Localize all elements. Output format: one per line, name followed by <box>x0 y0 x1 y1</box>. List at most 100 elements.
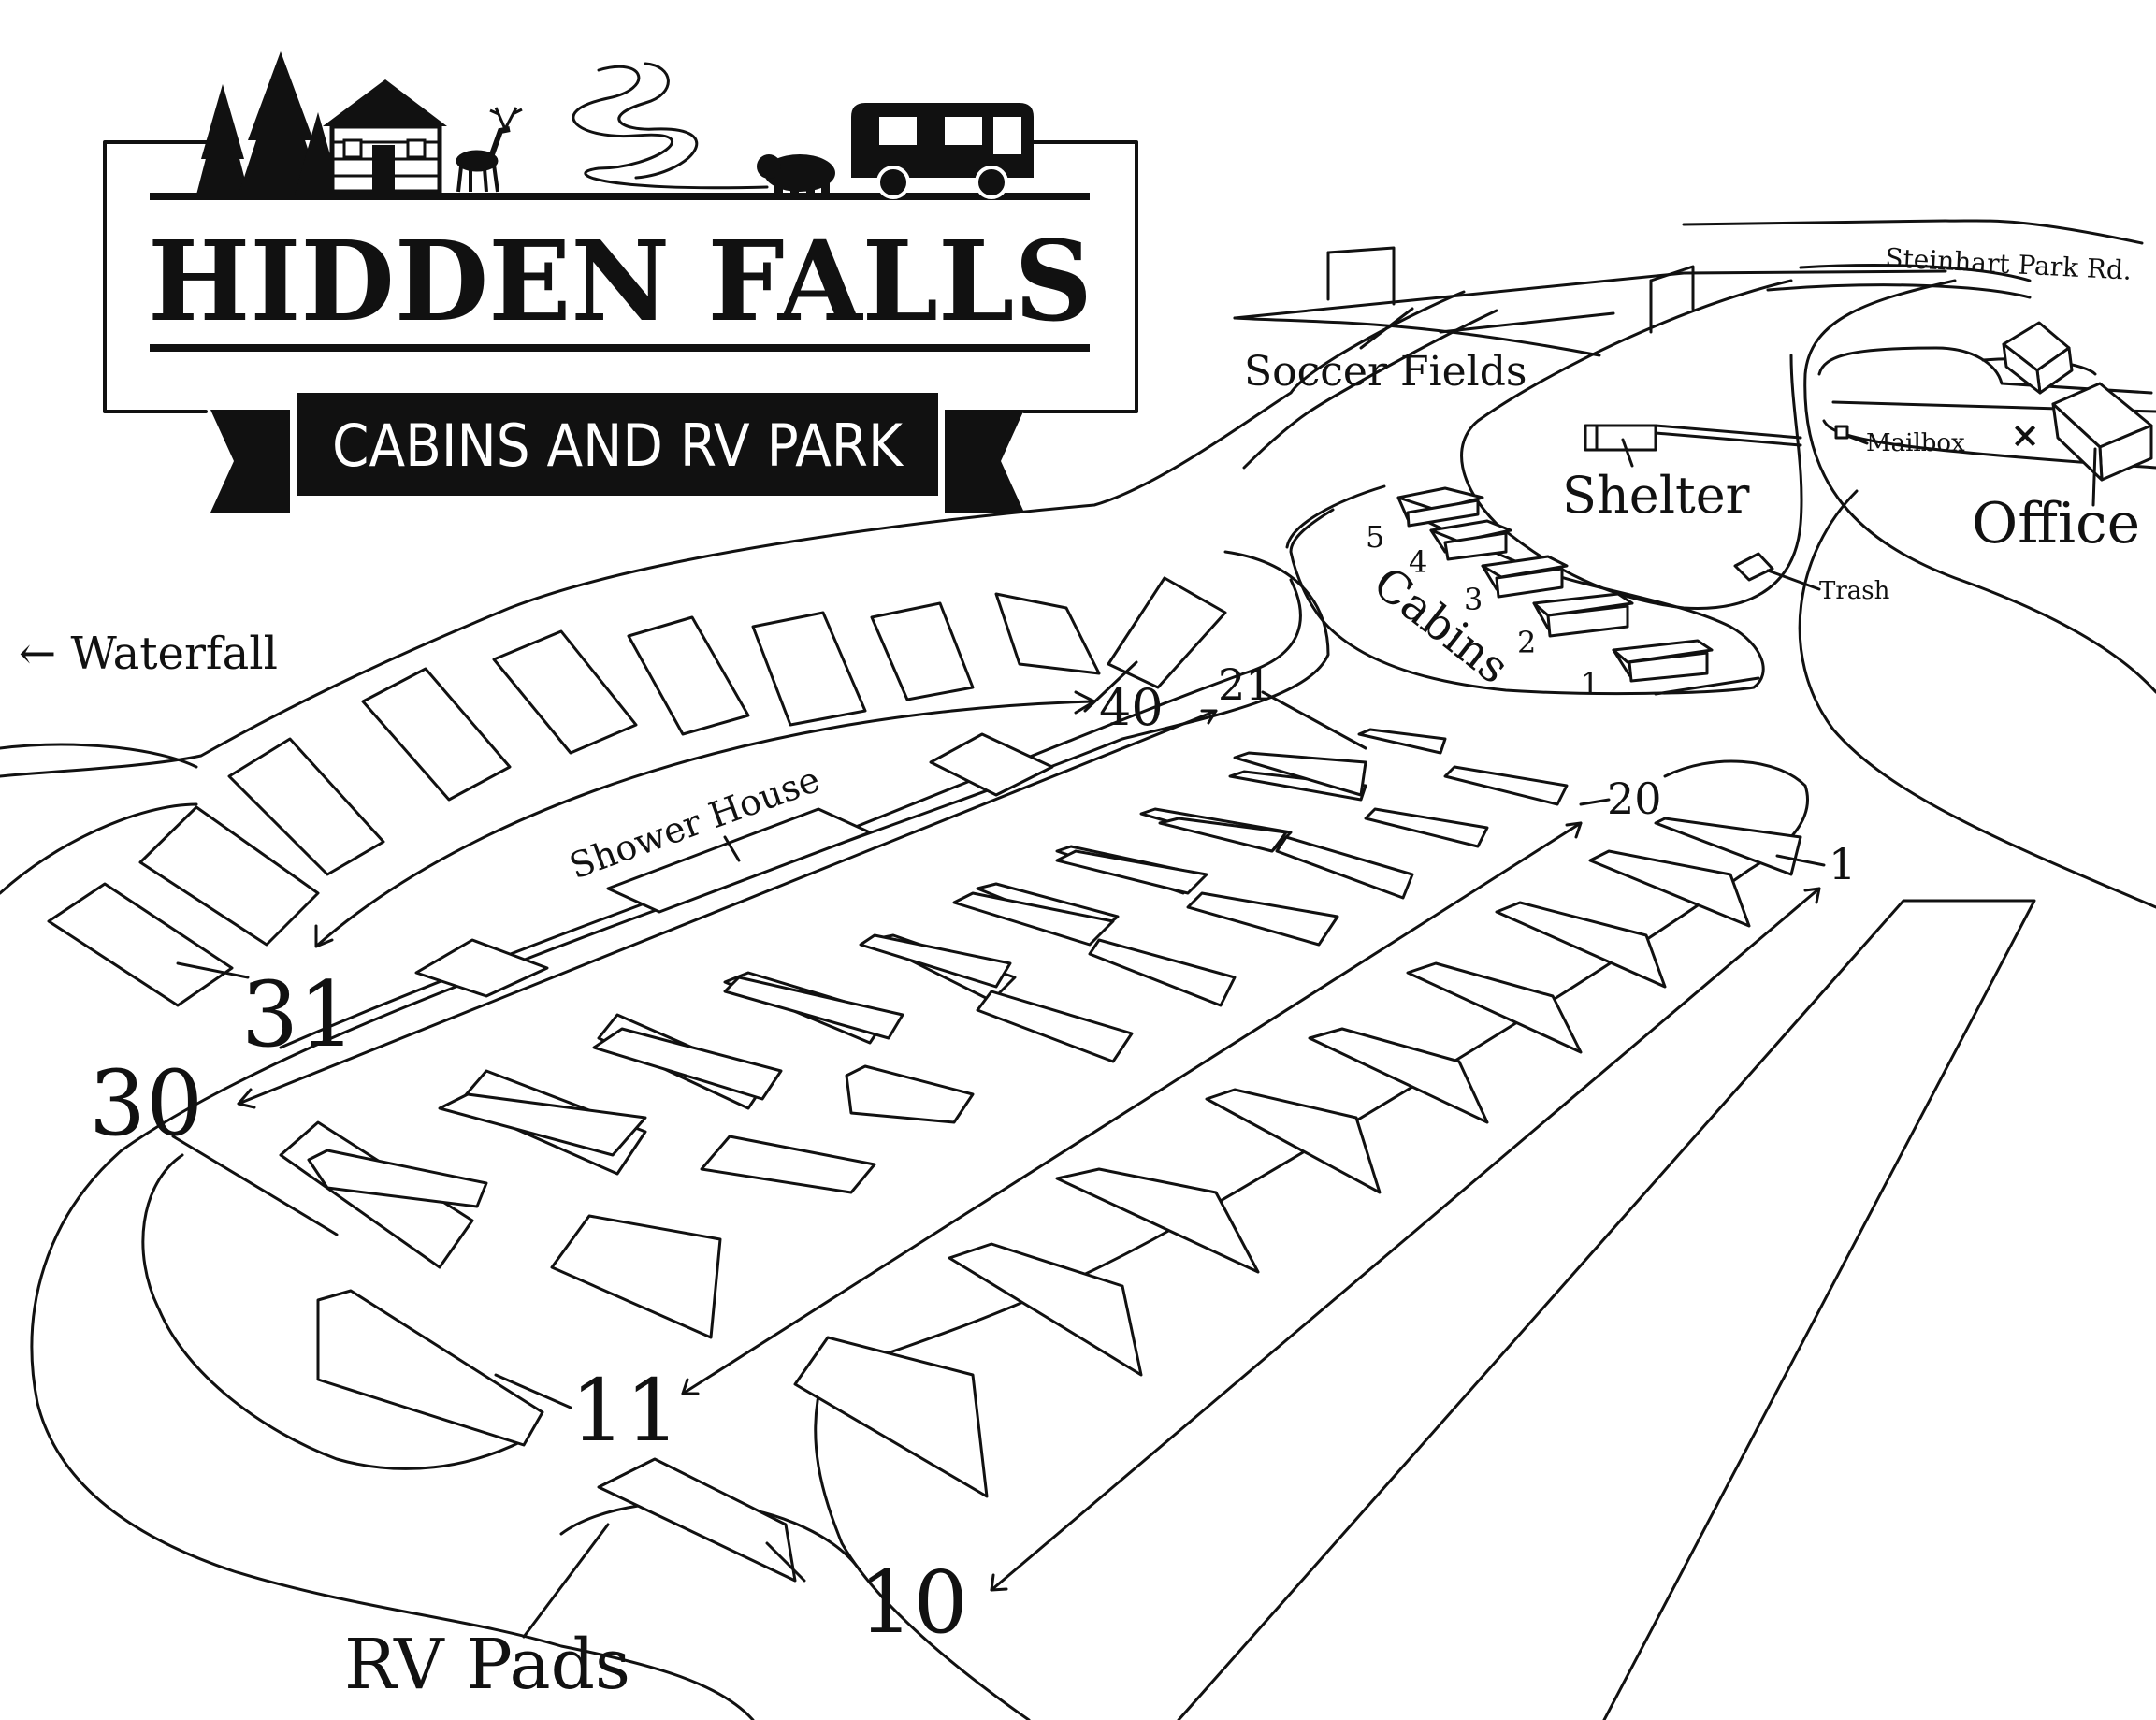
rv-pad-27 <box>723 976 904 1040</box>
site-number-11: 11 <box>571 1361 680 1461</box>
rv-pad-28 <box>592 1027 783 1101</box>
banner <box>297 393 938 496</box>
site-37 <box>751 611 867 727</box>
logo-subtitle: CABINS AND RV PARK <box>332 412 904 480</box>
log-cabin-icon <box>323 79 447 195</box>
small-building-icon <box>2002 321 2074 395</box>
site-34 <box>361 667 512 802</box>
site-33 <box>227 737 385 876</box>
rv-pad-3 <box>1495 901 1667 989</box>
rv-pad-4 <box>1406 961 1583 1054</box>
pine-trees-icon <box>196 51 341 195</box>
rv-pad-m7 <box>1275 835 1414 900</box>
main-road-outer <box>0 290 1466 778</box>
logo-frame-left <box>103 140 217 413</box>
rv-pad-5 <box>1308 1027 1489 1124</box>
bear-icon <box>757 154 835 199</box>
soccer-fields-label: Soccer Fields <box>1244 348 1527 396</box>
rv-pad-m5 <box>1088 938 1237 1007</box>
site-35 <box>492 629 638 755</box>
cabin-2 <box>1532 592 1634 638</box>
rv-pad-m3 <box>845 1064 975 1124</box>
trash-bin-icon <box>1733 552 1774 582</box>
shelter: Shelter <box>1562 424 1802 525</box>
logo: HIDDEN FALLS CABINS AND RV PARK <box>103 51 1138 513</box>
rv-pad-m2 <box>700 1135 876 1194</box>
mailbox-icon <box>1834 425 1849 440</box>
map-labels: Steinhart Park Rd. Soccer Fields ← Water… <box>19 242 2133 1705</box>
site-number-20: 20 <box>1607 773 1662 824</box>
logo-title: HIDDEN FALLS <box>148 216 1092 346</box>
rv-pad-1 <box>1654 817 1802 876</box>
arrow-1-10 <box>990 887 1821 1592</box>
rv-pad-25 <box>952 891 1115 947</box>
winding-river-icon <box>572 62 769 190</box>
rv-pad-8 <box>948 1242 1143 1377</box>
waterfall-road-top <box>0 743 198 769</box>
rv-pad-6 <box>1205 1088 1382 1194</box>
site-number-31: 31 <box>241 962 355 1067</box>
rv-pad-2 <box>1588 849 1751 928</box>
banner-left-tail <box>210 410 290 513</box>
arrow-11-20 <box>681 821 1583 1395</box>
rv-pad-m9 <box>1443 765 1569 806</box>
rv-pad-9 <box>793 1336 989 1498</box>
arrow-31-40 <box>316 700 1096 947</box>
waterfall-road-bottom <box>0 802 198 895</box>
rv-pad-11 <box>316 1289 544 1447</box>
logo-frame-right <box>952 140 1138 413</box>
tent-site-b <box>414 938 549 998</box>
long-road <box>1177 899 2036 1720</box>
cabin-1 <box>1612 639 1714 683</box>
tent-site-a <box>929 732 1054 797</box>
cabin-1-number: 1 <box>1581 666 1599 701</box>
soccer-fields <box>1233 246 1947 357</box>
rv-pad-22 <box>1233 751 1367 797</box>
leader-lines <box>171 660 1826 1639</box>
road-edge-top <box>1799 264 2032 282</box>
site-36 <box>627 615 750 736</box>
site-31 <box>47 882 234 1007</box>
rv-pads-label: RV Pads <box>344 1625 630 1705</box>
cabin-4 <box>1429 519 1512 561</box>
deer-icon <box>456 107 523 193</box>
road-edge-bottom <box>1766 283 2032 299</box>
site-40 <box>1107 576 1227 689</box>
site-38 <box>870 601 975 701</box>
site-39 <box>994 592 1101 675</box>
site-row-31-40 <box>47 576 1227 1007</box>
site-32 <box>138 805 320 947</box>
road-label: Steinhart Park Rd. <box>1885 242 2133 286</box>
office-x-marker: × <box>2010 413 2040 455</box>
cabin-5 <box>1396 486 1484 528</box>
shower-house: Shower House <box>564 759 872 914</box>
rv-pad-24 <box>1055 849 1208 895</box>
rv-pad-29 <box>438 1092 647 1157</box>
rv-pads <box>279 728 1802 1583</box>
rv-pad-21a <box>1357 728 1447 755</box>
rv-pad-m4 <box>976 990 1134 1063</box>
shelter-label: Shelter <box>1562 466 1750 525</box>
rv-pad-m1 <box>550 1214 722 1339</box>
rv-pad-7 <box>1055 1167 1260 1274</box>
rv-motorhome-icon <box>851 103 1034 199</box>
cabin-3-number: 3 <box>1464 582 1483 617</box>
office-label: Office <box>1972 491 2140 556</box>
rv-pad-30 <box>307 1149 488 1208</box>
right-road-inner <box>1803 279 2156 694</box>
rv-pad-10 <box>597 1457 797 1583</box>
mailbox-label: Mailbox <box>1866 429 1965 457</box>
site-number-30: 30 <box>89 1051 203 1156</box>
rv-pad-23 <box>1158 817 1288 853</box>
arrow-21-30 <box>237 709 1218 1106</box>
rv-pad-m8 <box>1364 807 1489 848</box>
trash: Trash <box>1733 552 1890 605</box>
rv-pad-26 <box>859 933 1012 989</box>
site-number-40: 40 <box>1099 678 1164 737</box>
rv-pad-m6 <box>1186 891 1339 947</box>
cabin-4-number: 4 <box>1409 544 1427 580</box>
office-area: × Mailbox Office <box>1817 321 2156 556</box>
cabin-3 <box>1481 555 1569 599</box>
